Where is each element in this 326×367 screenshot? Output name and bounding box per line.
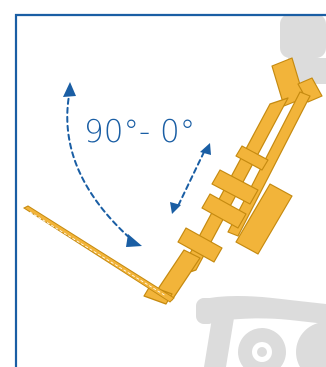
frame-border <box>14 13 326 367</box>
extension-arrowhead-top <box>200 143 211 155</box>
footplate <box>22 205 175 303</box>
rotation-arrowhead-bottom <box>126 234 142 247</box>
legrest-mechanism-icon <box>143 57 323 305</box>
rotation-arrowhead-top <box>63 82 76 97</box>
extension-arrow-icon <box>177 151 205 207</box>
extension-arrowhead-bottom <box>170 202 181 214</box>
rotation-arrow-icon <box>66 89 133 241</box>
angle-label: 90°- 0° <box>84 114 195 150</box>
